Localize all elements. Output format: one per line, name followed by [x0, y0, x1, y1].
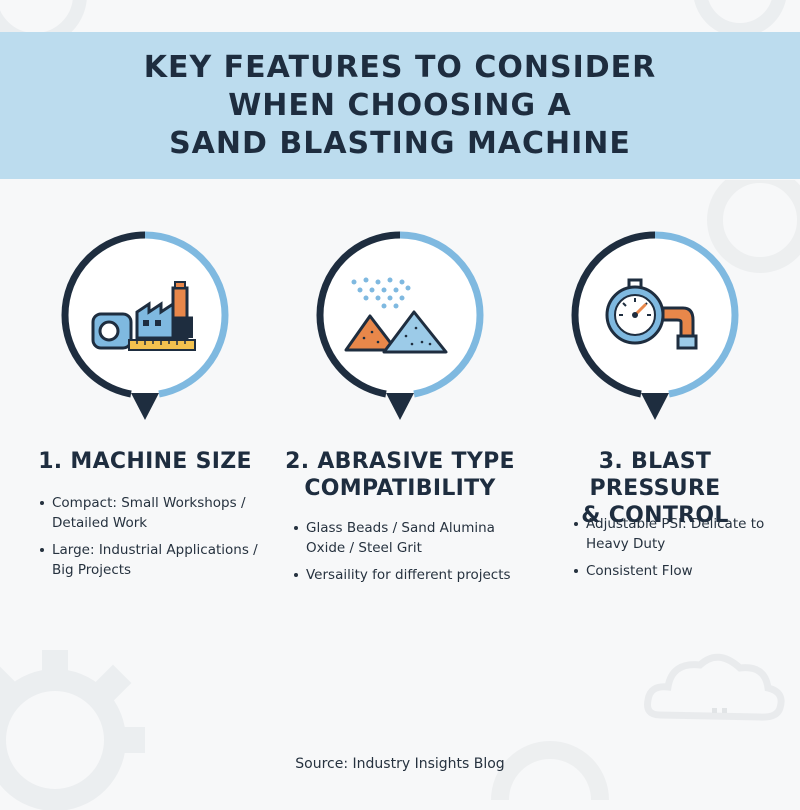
list-item: Glass Beads / Sand Alumina Oxide / Steel…	[292, 518, 512, 558]
background-gear-icon	[0, 650, 145, 810]
list-item: Consistent Flow	[572, 561, 772, 581]
background-gear-icon	[491, 741, 609, 800]
title-line: WHEN CHOOSING A	[228, 87, 572, 123]
background-gear-icon	[694, 0, 786, 37]
circle-pin-frame	[61, 231, 229, 420]
pressure-gauge-icon	[605, 278, 698, 350]
title-banner: KEY FEATURES TO CONSIDER WHEN CHOOSING A…	[0, 32, 800, 179]
title-line: SAND BLASTING MACHINE	[169, 125, 631, 161]
cloud-icon	[644, 653, 785, 721]
abrasive-piles-icon	[344, 277, 448, 354]
circle-pin-frame	[316, 231, 484, 420]
feature-title: 3. BLAST PRESSURE & CONTROL	[581, 449, 729, 528]
feature-bullet-list: Adjustable PSI: Delicate to Heavy Duty C…	[572, 514, 772, 588]
list-item: Compact: Small Workshops / Detailed Work	[38, 493, 268, 533]
feature-title: 2. ABRASIVE TYPE COMPATIBILITY	[285, 449, 515, 501]
title-line: KEY FEATURES TO CONSIDER	[143, 49, 657, 85]
feature-title: 1. MACHINE SIZE	[38, 449, 252, 474]
background-gear-icon	[707, 180, 800, 273]
feature-bullet-list: Compact: Small Workshops / Detailed Work…	[38, 493, 268, 587]
list-item: Adjustable PSI: Delicate to Heavy Duty	[572, 514, 772, 554]
circle-pin-frame	[571, 231, 739, 420]
factory-measuring-tape-icon	[91, 281, 196, 351]
list-item: Large: Industrial Applications / Big Pro…	[38, 540, 268, 580]
feature-bullet-list: Glass Beads / Sand Alumina Oxide / Steel…	[292, 518, 512, 592]
source-caption: Source: Industry Insights Blog	[295, 756, 505, 772]
list-item: Versaility for different projects	[292, 565, 512, 585]
